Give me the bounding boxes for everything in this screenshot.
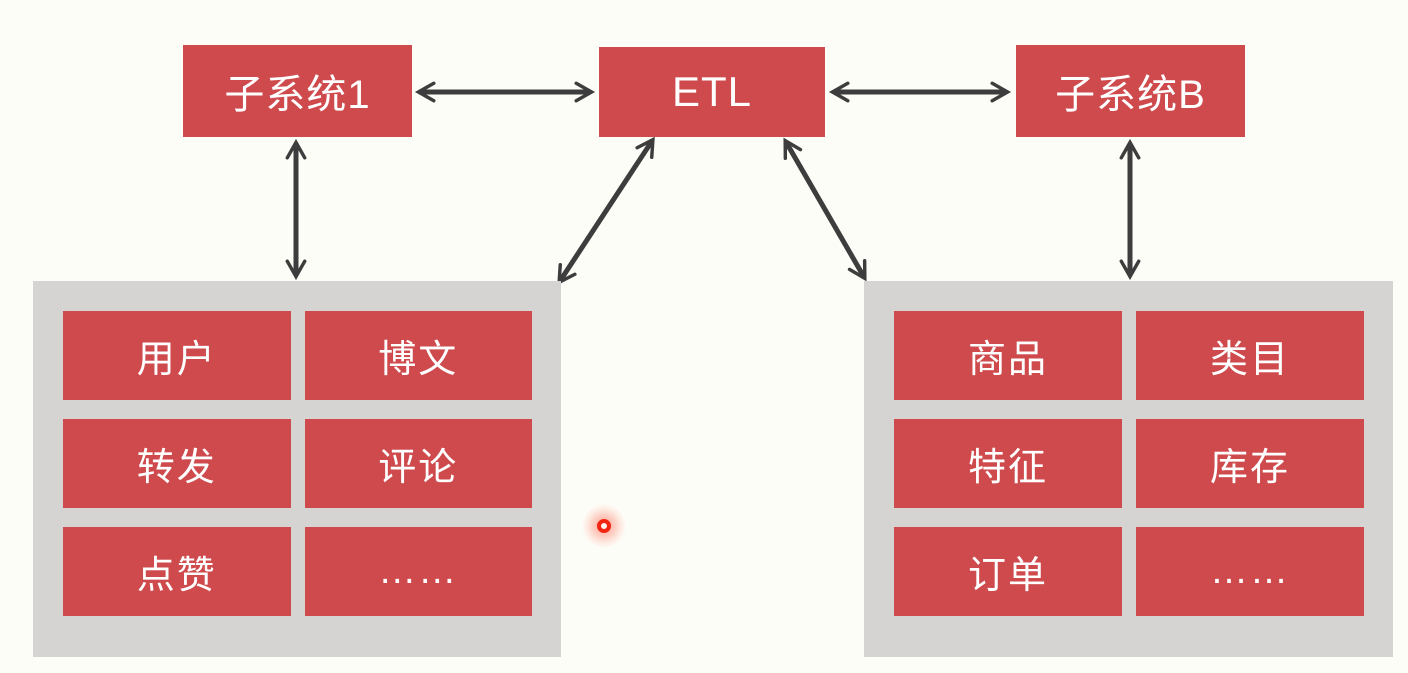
box-reposts: 转发 — [63, 419, 291, 508]
node-etl: ETL — [599, 47, 825, 137]
box-products: 商品 — [894, 311, 1122, 400]
box-left-more: …… — [304, 527, 532, 616]
box-right-more: …… — [1136, 527, 1364, 616]
box-features: 特征 — [894, 419, 1122, 508]
box-orders: 订单 — [894, 527, 1122, 616]
box-likes: 点赞 — [63, 527, 291, 616]
box-posts: 博文 — [304, 311, 532, 400]
node-subsystemB: 子系统B — [1016, 45, 1245, 137]
arrow-etl-right-panel — [783, 137, 867, 282]
node-etl-label: ETL — [671, 68, 753, 115]
laser-pointer-dot — [582, 504, 626, 548]
box-users: 用户 — [63, 311, 291, 400]
right-tables-panel: 商品 类目 特征 库存 订单 …… — [864, 281, 1393, 657]
left-tables-panel: 用户 博文 转发 评论 点赞 …… — [33, 281, 561, 657]
arrow-etl-left-panel — [557, 136, 655, 286]
node-subsystemB-label: 子系统B — [1055, 73, 1206, 117]
box-categories: 类目 — [1136, 311, 1364, 400]
node-subsystem1: 子系统1 — [183, 45, 412, 137]
node-subsystem1-label: 子系统1 — [224, 73, 371, 117]
box-comments: 评论 — [304, 419, 532, 508]
box-inventory: 库存 — [1136, 419, 1364, 508]
laser-pointer-ring — [597, 519, 611, 533]
